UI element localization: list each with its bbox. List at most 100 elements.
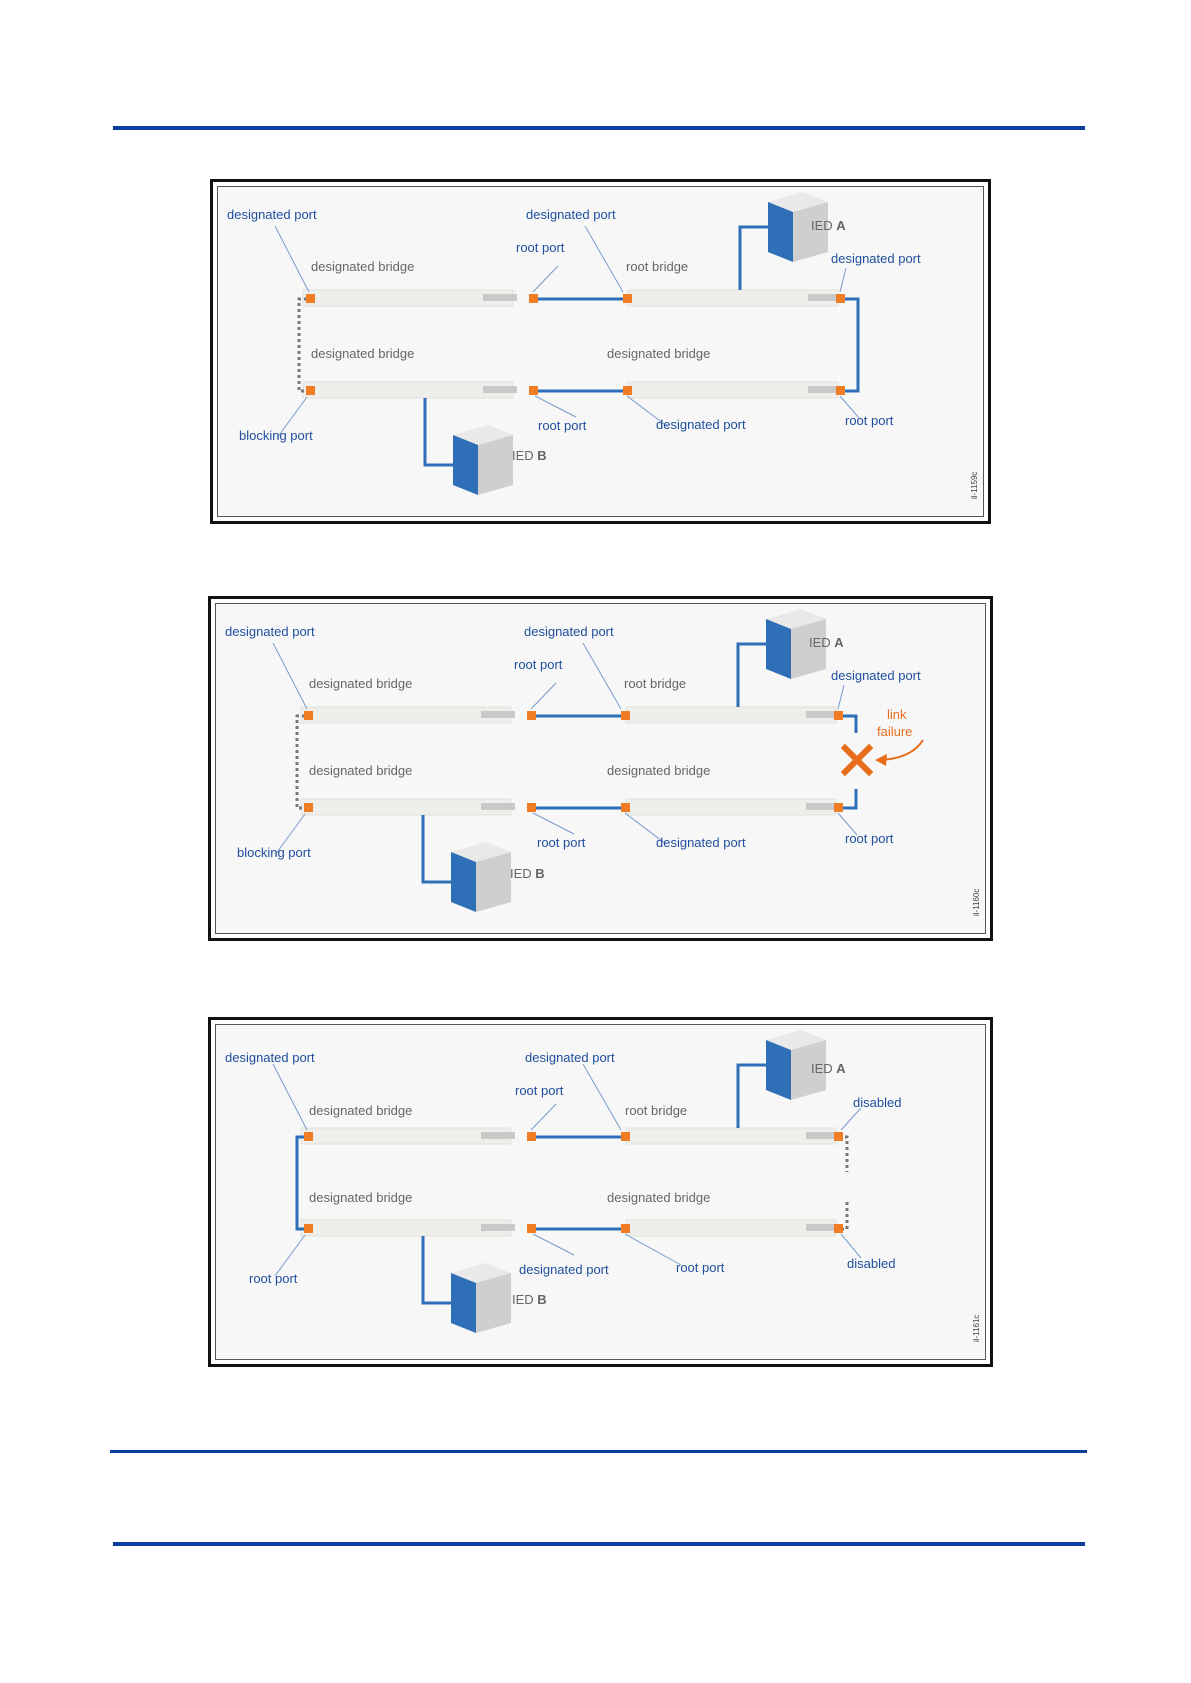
port-top-right — [836, 294, 845, 303]
link-right-disabled-upper — [839, 1135, 849, 1172]
port-bottom-right-left — [623, 386, 632, 395]
switch-bottom-right — [625, 798, 837, 816]
figure-tag: il-1160c — [972, 889, 981, 916]
figure-2-diagram: designated port designated port root por… — [225, 609, 981, 916]
label-bottom-left-bridge: designated bridge — [309, 1190, 412, 1205]
label-right-top-port: designated port — [831, 251, 921, 266]
footer-rule-upper — [110, 1450, 1087, 1453]
label-top-right-bridge: root bridge — [626, 259, 688, 274]
switch-top-right — [625, 1127, 837, 1145]
label-bottom-mid-left-port: root port — [537, 835, 586, 850]
label-right-top-port: disabled — [853, 1095, 901, 1110]
port-bottom-right — [834, 803, 843, 812]
label-ied-a: IED A — [811, 218, 846, 233]
label-right-bottom-port: root port — [845, 413, 894, 428]
label-right-top-port: designated port — [831, 668, 921, 683]
port-bottom-left — [304, 1224, 313, 1233]
label-tl-port: designated port — [225, 624, 315, 639]
label-right-bottom-port: root port — [845, 831, 894, 846]
port-top-right-left — [621, 711, 630, 720]
header-rule — [113, 126, 1085, 130]
label-bottom-right-bridge: designated bridge — [607, 346, 710, 361]
label-top-mid-port: designated port — [524, 624, 614, 639]
link-ied-a — [736, 642, 766, 707]
label-link-failure-1: link — [887, 707, 907, 722]
ied-a-cube — [766, 1030, 826, 1100]
port-bottom-left-right — [527, 803, 536, 812]
ied-a-cube — [766, 609, 826, 679]
link-ied-b — [421, 815, 453, 884]
port-bottom-left-right — [529, 386, 538, 395]
switch-bottom-left — [300, 798, 512, 816]
link-ied-b — [423, 398, 455, 467]
label-bottom-mid-right-port: designated port — [656, 835, 746, 850]
link-ied-b — [421, 1236, 453, 1305]
footer-rule-lower — [113, 1542, 1085, 1546]
port-bottom-right-left — [621, 1224, 630, 1233]
label-top-right-bridge: root bridge — [625, 1103, 687, 1118]
switch-bottom-left — [300, 1219, 512, 1237]
port-top-left-right — [527, 1132, 536, 1141]
label-link-failure-2: failure — [877, 724, 912, 739]
label-bottom-left-bridge: designated bridge — [311, 346, 414, 361]
label-right-bottom-port: disabled — [847, 1256, 895, 1271]
link-right-upper — [839, 714, 858, 733]
port-top-left — [306, 294, 315, 303]
port-bottom-left — [304, 803, 313, 812]
port-bottom-left — [306, 386, 315, 395]
switch-bottom-left — [302, 381, 514, 399]
switch-bottom-right — [625, 1219, 837, 1237]
figure-normal-topology: designated port designated port root por… — [210, 179, 991, 524]
label-bottom-mid-right-port: root port — [676, 1260, 725, 1275]
port-top-right — [834, 711, 843, 720]
ied-b-cube — [451, 842, 511, 912]
label-top-left-bridge: designated bridge — [309, 676, 412, 691]
label-ied-a: IED A — [811, 1061, 846, 1076]
label-bottom-mid-left-port: root port — [538, 418, 587, 433]
label-top-left-bridge: designated bridge — [309, 1103, 412, 1118]
figure-link-failure: designated port designated port root por… — [208, 596, 993, 941]
ied-b-cube — [453, 425, 513, 495]
link-right-lower — [839, 789, 858, 810]
link-left-blocked — [297, 297, 307, 393]
label-bl-port: root port — [249, 1271, 298, 1286]
figure-1-diagram: designated port designated port root por… — [227, 192, 979, 499]
label-top-root-port: root port — [515, 1083, 564, 1098]
label-bottom-right-bridge: designated bridge — [607, 1190, 710, 1205]
switch-top-right — [627, 289, 839, 307]
port-bottom-right — [834, 1224, 843, 1233]
label-bottom-mid-left-port: designated port — [519, 1262, 609, 1277]
label-top-root-port: root port — [514, 657, 563, 672]
link-ied-a — [736, 1063, 766, 1128]
port-top-left-right — [529, 294, 538, 303]
label-top-right-bridge: root bridge — [624, 676, 686, 691]
label-ied-a: IED A — [809, 635, 844, 650]
label-ied-b: IED B — [510, 866, 545, 881]
link-left-active — [295, 1135, 305, 1231]
label-ied-b: IED B — [512, 1292, 547, 1307]
switch-top-left — [300, 706, 512, 724]
port-top-right-left — [623, 294, 632, 303]
label-tl-port: designated port — [225, 1050, 315, 1065]
figure-tag: il-1159c — [970, 472, 979, 499]
switch-bottom-right — [627, 381, 839, 399]
ied-a-cube — [768, 192, 828, 262]
link-ied-a — [738, 225, 768, 290]
port-top-left-right — [527, 711, 536, 720]
switch-top-right — [625, 706, 837, 724]
link-right — [841, 297, 860, 393]
link-left-blocked — [295, 714, 305, 810]
label-bottom-left-bridge: designated bridge — [309, 763, 412, 778]
port-bottom-right-left — [621, 803, 630, 812]
label-top-mid-port: designated port — [525, 1050, 615, 1065]
label-top-left-bridge: designated bridge — [311, 259, 414, 274]
ied-b-cube — [451, 1263, 511, 1333]
port-top-left — [304, 711, 313, 720]
label-bottom-right-bridge: designated bridge — [607, 763, 710, 778]
label-bottom-mid-right-port: designated port — [656, 417, 746, 432]
label-top-mid-port: designated port — [526, 207, 616, 222]
label-ied-b: IED B — [512, 448, 547, 463]
figure-3-diagram: designated port designated port root por… — [225, 1030, 981, 1342]
label-bl-port: blocking port — [239, 428, 313, 443]
port-top-right-left — [621, 1132, 630, 1141]
